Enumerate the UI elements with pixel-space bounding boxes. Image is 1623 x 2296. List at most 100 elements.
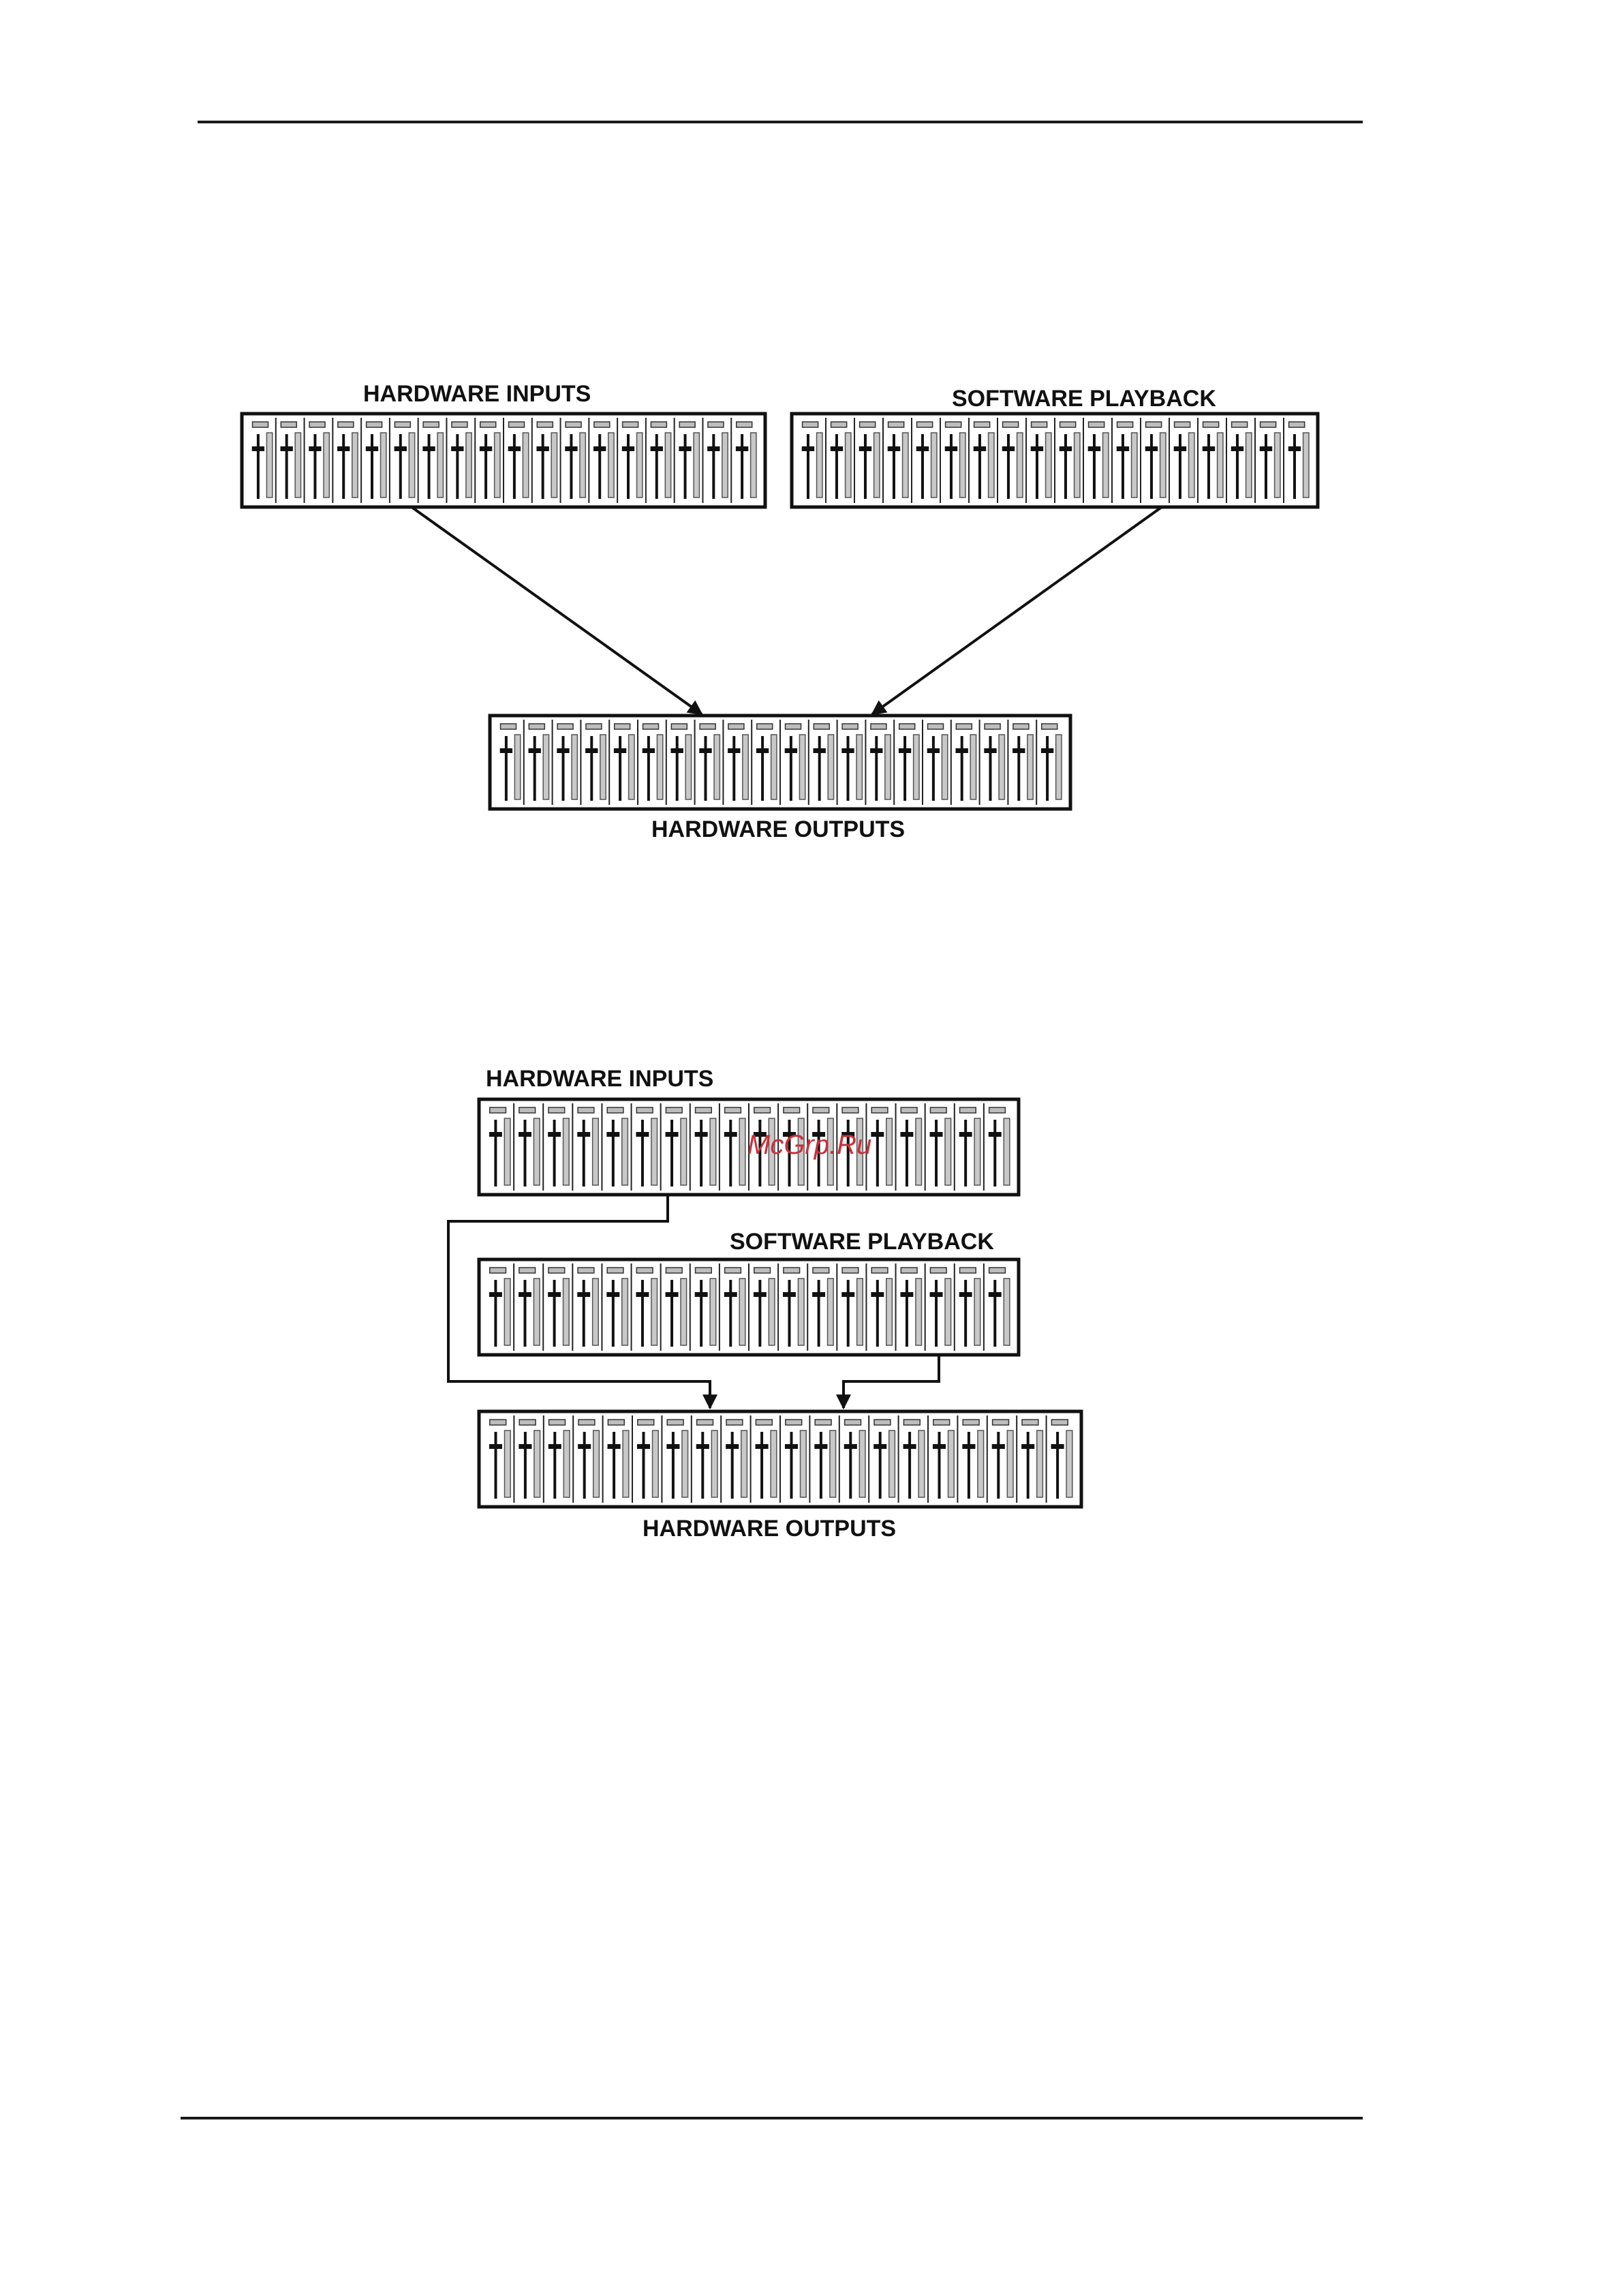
fader-knob	[451, 446, 463, 451]
channel-indicator	[831, 422, 847, 427]
channel-indicator	[309, 422, 325, 427]
channel-indicator	[860, 422, 876, 427]
fader-knob	[841, 1292, 854, 1297]
level-meter	[653, 1430, 659, 1497]
channel-indicator	[813, 1107, 829, 1113]
channel-indicator	[1146, 422, 1162, 427]
level-meter	[580, 433, 585, 498]
level-meter	[739, 1118, 745, 1185]
fader-knob	[696, 1444, 709, 1449]
fader-knob	[679, 446, 691, 451]
level-meter	[801, 1430, 807, 1497]
level-meter	[495, 433, 500, 498]
level-meter	[685, 735, 691, 799]
channel-indicator	[708, 422, 724, 427]
level-meter	[1046, 433, 1051, 498]
level-meter	[970, 735, 976, 799]
fader-knob	[519, 1132, 531, 1137]
fader-knob	[871, 1132, 884, 1137]
level-meter	[722, 433, 728, 498]
level-meter	[682, 1430, 688, 1497]
channel-indicator	[726, 1420, 743, 1425]
channel-indicator	[737, 422, 752, 427]
channel-indicator	[667, 1420, 683, 1425]
fader-knob	[622, 446, 634, 451]
fader-knob	[565, 446, 577, 451]
channel-indicator	[509, 422, 525, 427]
fader-knob	[557, 748, 569, 753]
channel-indicator	[697, 1420, 713, 1425]
channel-indicator	[946, 422, 961, 427]
channel-indicator	[784, 1107, 800, 1113]
level-meter	[903, 433, 908, 498]
level-meter	[637, 433, 643, 498]
channel-indicator	[636, 1107, 653, 1113]
level-meter	[714, 735, 720, 799]
channel-indicator	[529, 724, 544, 729]
channel-indicator	[700, 724, 715, 729]
fader-knob	[395, 446, 407, 451]
fader-knob	[637, 1444, 650, 1449]
fader-knob	[962, 1444, 975, 1449]
fader-knob	[916, 446, 929, 451]
level-meter	[593, 1279, 599, 1345]
level-meter	[945, 1118, 951, 1185]
channel-indicator	[578, 1268, 594, 1273]
fader-knob	[1117, 446, 1129, 451]
fader-knob	[422, 446, 435, 451]
fader-knob	[1060, 446, 1072, 451]
level-meter	[1007, 1430, 1013, 1497]
level-meter	[859, 1430, 865, 1497]
channel-indicator	[1013, 724, 1029, 729]
fader-knob	[726, 1444, 739, 1449]
level-meter	[999, 735, 1004, 799]
fader-knob	[585, 748, 598, 753]
fader-knob	[489, 1292, 502, 1297]
fader-knob	[844, 1444, 857, 1449]
channel-indicator	[989, 1268, 1006, 1273]
channel-indicator	[253, 422, 268, 427]
channel-indicator	[537, 422, 553, 427]
fader-knob	[577, 1292, 590, 1297]
d2-software-playback-mixer	[479, 1259, 1019, 1355]
level-meter	[593, 1430, 600, 1497]
fader-knob	[643, 748, 655, 753]
level-meter	[942, 735, 947, 799]
level-meter	[1132, 433, 1137, 498]
d1-software-playback-label: SOFTWARE PLAYBACK	[952, 386, 1216, 412]
channel-indicator	[666, 1107, 682, 1113]
fader-knob	[1088, 446, 1100, 451]
fader-knob	[900, 1292, 913, 1297]
level-meter	[743, 735, 748, 799]
level-meter	[974, 1279, 980, 1345]
channel-indicator	[917, 422, 933, 427]
fader-knob	[871, 1292, 884, 1297]
level-meter	[543, 735, 548, 799]
channel-indicator	[548, 1107, 565, 1113]
fader-knob	[519, 1292, 531, 1297]
fader-knob	[859, 446, 871, 451]
fader-knob	[736, 446, 748, 451]
fader-knob	[874, 1444, 886, 1449]
level-meter	[266, 433, 272, 498]
fader-knob	[636, 1132, 649, 1137]
fader-knob	[754, 1292, 767, 1297]
channel-indicator	[638, 1420, 654, 1425]
channel-indicator	[1022, 1420, 1038, 1425]
channel-indicator	[1032, 422, 1047, 427]
fader-knob	[651, 446, 663, 451]
fader-knob	[1051, 1444, 1064, 1449]
fader-knob	[974, 446, 986, 451]
fader-knob	[500, 748, 512, 753]
channel-indicator	[1289, 422, 1305, 427]
level-meter	[751, 433, 756, 498]
fader-knob	[519, 1444, 531, 1449]
channel-indicator	[757, 724, 773, 729]
level-meter	[771, 1430, 777, 1497]
fader-knob	[666, 1292, 679, 1297]
channel-indicator	[607, 1268, 623, 1273]
channel-indicator	[671, 724, 687, 729]
level-meter	[1275, 433, 1280, 498]
channel-indicator	[623, 422, 638, 427]
channel-indicator	[423, 422, 439, 427]
